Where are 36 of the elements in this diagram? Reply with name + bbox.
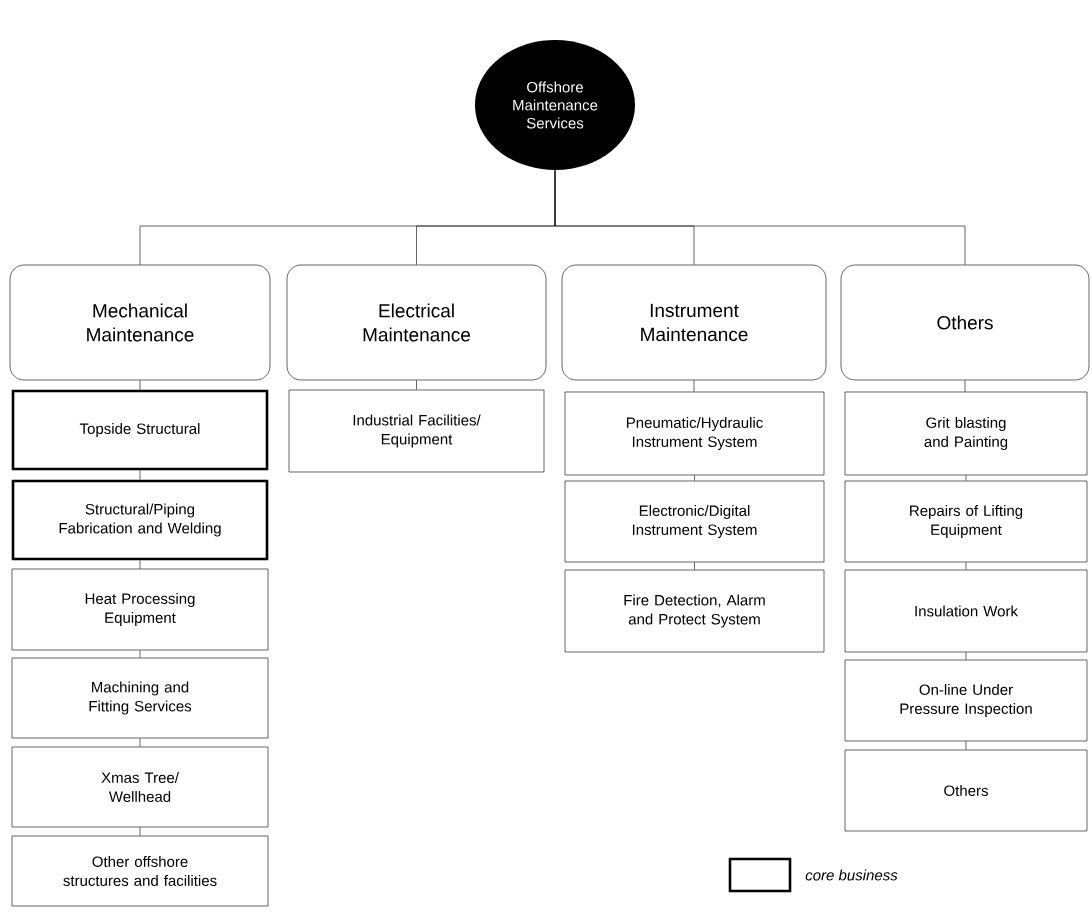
connector-line: [965, 741, 967, 750]
service-box: Electronic/Digital Instrument System: [564, 480, 825, 563]
service-box: Structural/Piping Fabrication and Welding: [11, 479, 269, 561]
connector-line: [694, 562, 695, 570]
service-box: Fire Detection, Alarm and Protect System: [564, 569, 825, 653]
service-box: Grit blasting and Painting: [844, 391, 1088, 476]
category-box: Mechanical Maintenance: [9, 264, 271, 381]
service-box: Industrial Facilities/ Equipment: [288, 389, 545, 473]
connector-line: [139, 738, 141, 747]
connector-line: [694, 475, 695, 481]
service-box: Other offshore structures and facilities: [11, 835, 269, 907]
service-box: On-line Under Pressure Inspection: [844, 659, 1088, 742]
connector-line: [965, 475, 967, 481]
service-box: Machining and Fitting Services: [11, 657, 269, 739]
connector-line: [139, 380, 141, 390]
category-box: Electrical Maintenance: [286, 264, 547, 381]
connector-line: [139, 470, 141, 480]
connector-line: [965, 652, 967, 660]
connector-line: [416, 380, 417, 390]
service-box: Insulation Work: [844, 569, 1088, 653]
connector-line: [965, 562, 967, 570]
service-box: Heat Processing Equipment: [11, 568, 269, 651]
connector-line: [554, 169, 966, 265]
category-box: Others: [840, 264, 1090, 381]
connector-line: [139, 560, 141, 569]
connector-line: [693, 380, 695, 392]
service-box: Others: [844, 749, 1088, 832]
connector-line: [964, 380, 966, 392]
connector-line: [139, 827, 141, 836]
service-box: Xmas Tree/ Wellhead: [11, 746, 269, 828]
connector-line: [139, 650, 141, 658]
service-box: Pneumatic/Hydraulic Instrument System: [564, 391, 825, 476]
legend-text: core business: [805, 869, 898, 881]
service-box: Repairs of Lifting Equipment: [844, 480, 1088, 563]
service-box: Topside Structural: [11, 389, 269, 471]
category-box: Instrument Maintenance: [561, 264, 827, 381]
